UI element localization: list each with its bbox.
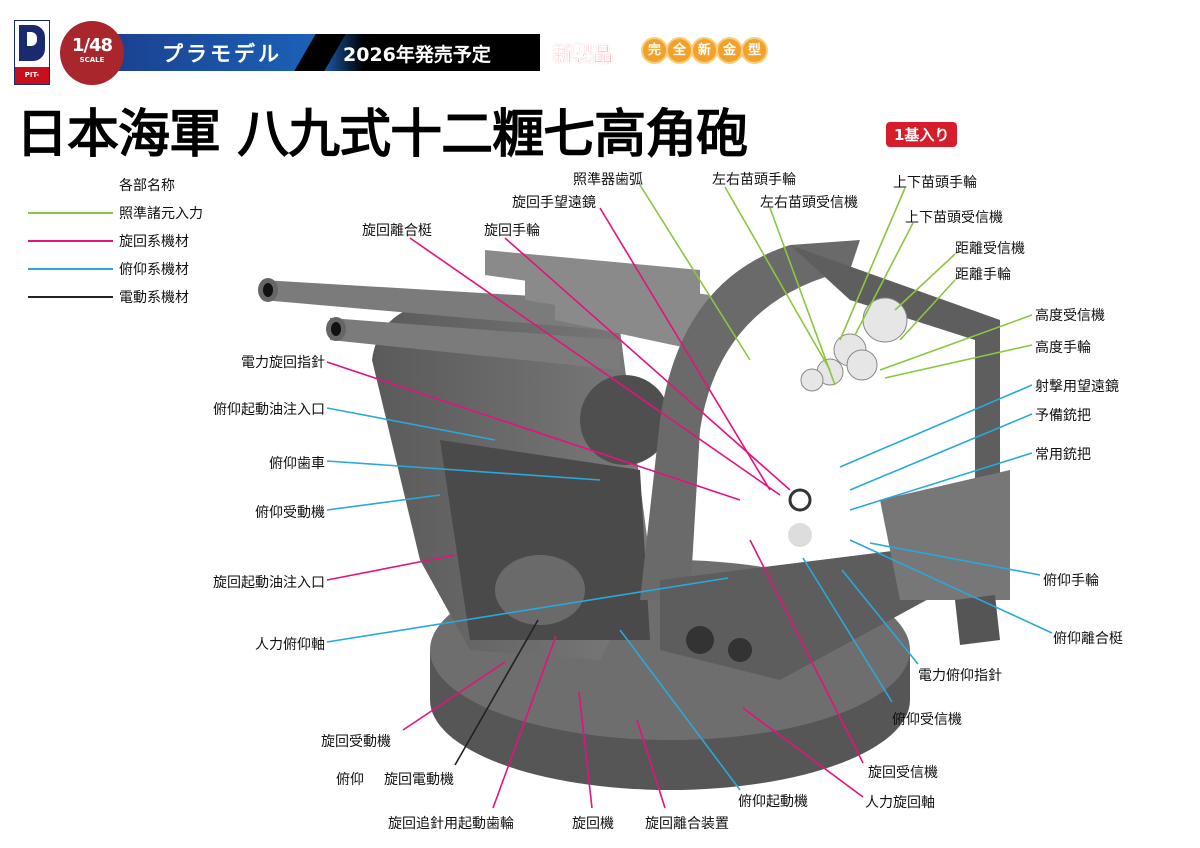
part-label: 俯仰受動機	[255, 505, 325, 521]
leader-line	[492, 635, 557, 809]
part-label: 上下苗頭受信機	[905, 210, 1003, 226]
scale-value: 1/48	[71, 35, 113, 56]
legend-swatch	[28, 212, 113, 214]
part-label: 旋回手望遠鏡	[512, 195, 596, 211]
new-product-badge: 新製品	[553, 42, 614, 67]
part-label: 旋回起動油注入口	[213, 575, 325, 591]
leader-line	[619, 629, 741, 791]
part-label: 旋回電動機	[384, 772, 454, 788]
leader-line	[841, 569, 919, 665]
leader-line	[599, 207, 771, 491]
part-label: 旋回離合梃	[362, 223, 432, 239]
mold-char: 型	[741, 37, 768, 64]
mold-char: 完	[641, 37, 668, 64]
leader-line	[749, 539, 864, 764]
part-label: 俯仰起動油注入口	[213, 402, 325, 418]
leader-line	[742, 707, 864, 798]
leader-line	[802, 557, 893, 703]
part-label: 旋回離合装置	[645, 816, 729, 832]
scale-text: SCALE	[79, 56, 105, 64]
part-label: 旋回受動機	[321, 734, 391, 750]
legend-title: 各部名称	[119, 178, 175, 194]
legend-label: 俯仰系機材	[119, 262, 189, 278]
leader-line	[326, 407, 496, 441]
part-label: 距離受信機	[955, 241, 1025, 257]
leader-line	[879, 314, 1033, 371]
part-label: 俯仰離合梃	[1053, 631, 1123, 647]
part-label: 旋回受信機	[868, 765, 938, 781]
legend-item: 照準諸元入力	[28, 203, 203, 223]
leader-line	[402, 661, 506, 731]
leader-line	[326, 554, 456, 581]
leader-line	[636, 719, 666, 809]
scale-badge: 1/48 SCALE	[60, 21, 124, 85]
part-label: 俯仰歯車	[269, 456, 325, 472]
part-label: 上下苗頭手輪	[893, 175, 977, 191]
part-label: 左右苗頭手輪	[712, 172, 796, 188]
part-label: 旋回手輪	[484, 223, 540, 239]
legend-label: 照準諸元入力	[119, 206, 203, 222]
part-label: 人力旋回軸	[865, 795, 935, 811]
mold-char: 金	[716, 37, 743, 64]
leader-line	[326, 460, 601, 481]
part-label: 射撃用望遠鏡	[1035, 379, 1119, 395]
leader-line	[884, 344, 1033, 379]
legend-label: 電動系機材	[119, 290, 189, 306]
leader-line	[724, 186, 831, 371]
leader-line	[869, 542, 1041, 576]
release-label: 2026年発売予定	[343, 44, 491, 66]
legend-swatch	[28, 240, 113, 242]
mold-char: 全	[666, 37, 693, 64]
part-label: 高度受信機	[1035, 308, 1105, 324]
leader-line	[454, 619, 539, 766]
leader-line	[326, 361, 741, 501]
legend-swatch	[28, 296, 113, 298]
quantity-badge: 1基入り	[886, 122, 958, 147]
legend-item: 俯仰系機材	[28, 259, 189, 279]
legend-item: 旋回系機材	[28, 231, 189, 251]
part-label: 電力旋回指針	[241, 355, 325, 371]
leader-line	[504, 237, 791, 491]
leader-line	[849, 452, 1033, 511]
leader-line	[849, 413, 1033, 491]
mold-char: 新	[691, 37, 718, 64]
leader-line	[894, 253, 956, 311]
category-banner: プラモデル 2026年発売予定	[100, 34, 540, 71]
leader-line	[326, 577, 729, 643]
legend-item: 電動系機材	[28, 287, 189, 307]
part-label: 旋回機	[572, 816, 614, 832]
leader-line	[854, 222, 914, 336]
brand-name: PIT-ROAD	[15, 67, 49, 96]
part-label: 常用銃把	[1035, 447, 1091, 463]
part-label: 照準器歯弧	[573, 172, 643, 188]
part-label: 俯仰受信機	[892, 712, 962, 728]
leader-line	[849, 539, 1053, 634]
legend-label: 旋回系機材	[119, 234, 189, 250]
leader-line	[639, 184, 751, 361]
new-mold-badge: 完 全 新 金 型	[641, 37, 768, 64]
part-label: 俯仰	[336, 772, 364, 788]
part-label: 高度手輪	[1035, 340, 1091, 356]
part-label: 旋回追針用起動歯輪	[388, 816, 514, 832]
part-label: 左右苗頭受信機	[760, 195, 858, 211]
part-label: 俯仰起動機	[738, 794, 808, 810]
leader-line	[769, 207, 836, 386]
part-label: 人力俯仰軸	[255, 637, 325, 653]
part-label: 俯仰手輪	[1043, 573, 1099, 589]
part-label: 電力俯仰指針	[918, 668, 1002, 684]
pit-road-logo: PIT-ROAD	[14, 20, 50, 96]
page-title: 日本海軍 八九式十二糎七高角砲	[16, 104, 748, 165]
leader-line	[899, 279, 956, 341]
category-label: プラモデル	[162, 42, 282, 66]
legend-swatch	[28, 268, 113, 270]
logo-mark	[19, 25, 45, 61]
part-label: 距離手輪	[955, 267, 1011, 283]
leader-line	[839, 384, 1033, 468]
leader-line	[326, 494, 441, 511]
part-label: 予備銃把	[1035, 408, 1091, 424]
leader-line	[409, 237, 781, 496]
leader-line	[839, 187, 906, 341]
leader-line	[578, 691, 593, 809]
